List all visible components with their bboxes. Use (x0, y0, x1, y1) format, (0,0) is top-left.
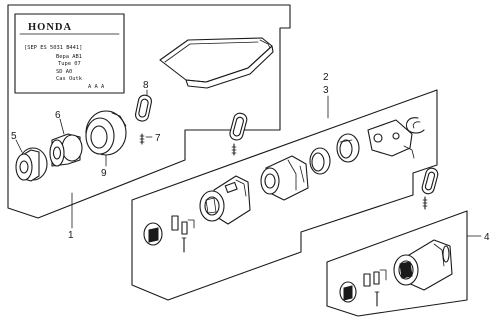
key-code-card: HONDA [SEP ES 5031 B441] Bepa AB1 Tupe 0… (14, 13, 125, 94)
callout-9: 9 (101, 168, 107, 179)
part-9-bezel (85, 110, 127, 167)
callout-1: 1 (68, 230, 74, 241)
callout-4: 4 (484, 232, 490, 243)
card-line-6: A A A (88, 84, 105, 90)
group-4-parts (339, 167, 453, 307)
key-pouch (159, 37, 274, 89)
callout-2: 2 (323, 72, 329, 83)
group-2-3-parts (143, 112, 425, 253)
card-line-5: Cas Outk (56, 76, 83, 82)
part-8-washer (134, 89, 152, 122)
panel-group-2-3 (131, 89, 438, 301)
panel-group-4 (326, 210, 482, 317)
card-line-2: Bepa AB1 (56, 54, 82, 60)
callout-7: 7 (155, 133, 161, 144)
callout-6: 6 (55, 110, 61, 121)
part-5-bushing (15, 139, 48, 182)
callout-3: 3 (323, 85, 329, 96)
card-brand: HONDA (28, 22, 72, 33)
callout-5: 5 (11, 131, 17, 142)
card-line-3: Tupe 07 (58, 61, 81, 67)
callout-8: 8 (143, 80, 149, 91)
part-6-collar (49, 118, 83, 167)
part-7-screw (139, 133, 153, 145)
card-line-1: [SEP ES 5031 B441] (24, 45, 82, 51)
card-line-4: SD A0 (56, 69, 72, 75)
